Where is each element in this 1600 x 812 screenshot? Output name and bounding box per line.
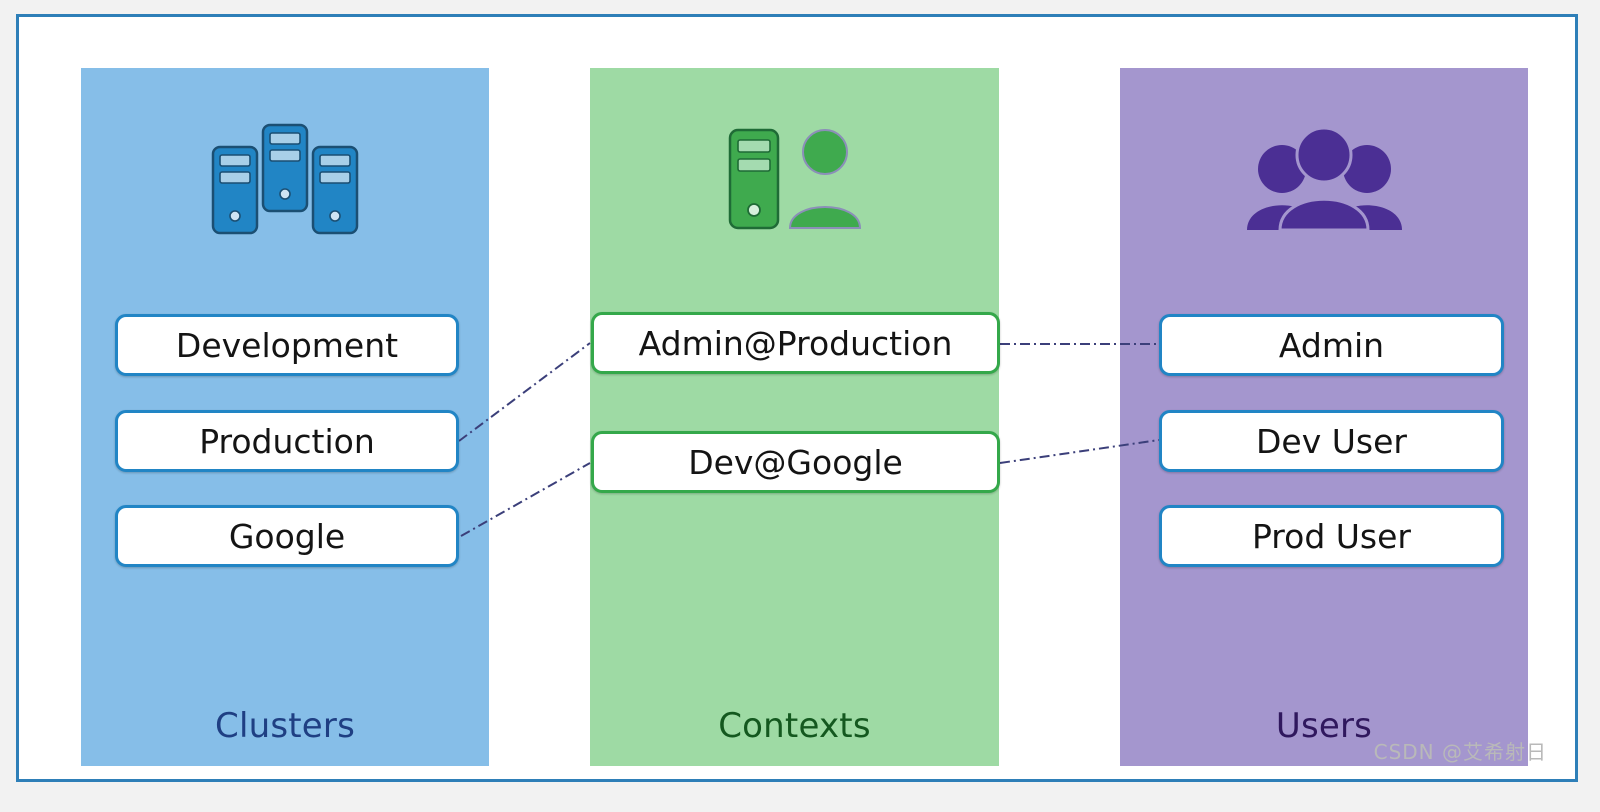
column-contexts: Contexts bbox=[590, 68, 999, 766]
diagram-frame: Clusters Contexts bbox=[16, 14, 1578, 782]
user-item-admin[interactable]: Admin bbox=[1159, 314, 1504, 376]
cluster-item-label: Development bbox=[175, 325, 399, 365]
user-item-dev-user[interactable]: Dev User bbox=[1159, 410, 1504, 472]
context-item-label: Dev@Google bbox=[688, 442, 903, 482]
user-item-label: Prod User bbox=[1251, 516, 1411, 556]
column-title-users: Users bbox=[1275, 706, 1373, 746]
servers-icon bbox=[81, 104, 489, 254]
column-title-clusters: Clusters bbox=[215, 706, 355, 746]
column-title-contexts: Contexts bbox=[718, 706, 871, 746]
watermark: CSDN @艾希射日 bbox=[1373, 740, 1547, 764]
group-of-users-icon bbox=[1120, 104, 1528, 254]
user-item-prod-user[interactable]: Prod User bbox=[1159, 505, 1504, 567]
cluster-item-development[interactable]: Development bbox=[115, 314, 459, 376]
context-item-admin-production[interactable]: Admin@Production bbox=[591, 312, 1000, 374]
user-item-label: Admin bbox=[1278, 325, 1385, 365]
context-item-label: Admin@Production bbox=[638, 323, 953, 363]
cluster-item-google[interactable]: Google bbox=[115, 505, 459, 567]
diagram-canvas: Clusters Contexts bbox=[16, 14, 1578, 782]
user-item-label: Dev User bbox=[1256, 421, 1407, 461]
context-item-dev-google[interactable]: Dev@Google bbox=[591, 431, 1000, 493]
cluster-item-production[interactable]: Production bbox=[115, 410, 459, 472]
cluster-item-label: Production bbox=[199, 421, 375, 461]
server-and-user-icon bbox=[590, 104, 999, 254]
cluster-item-label: Google bbox=[228, 516, 346, 556]
